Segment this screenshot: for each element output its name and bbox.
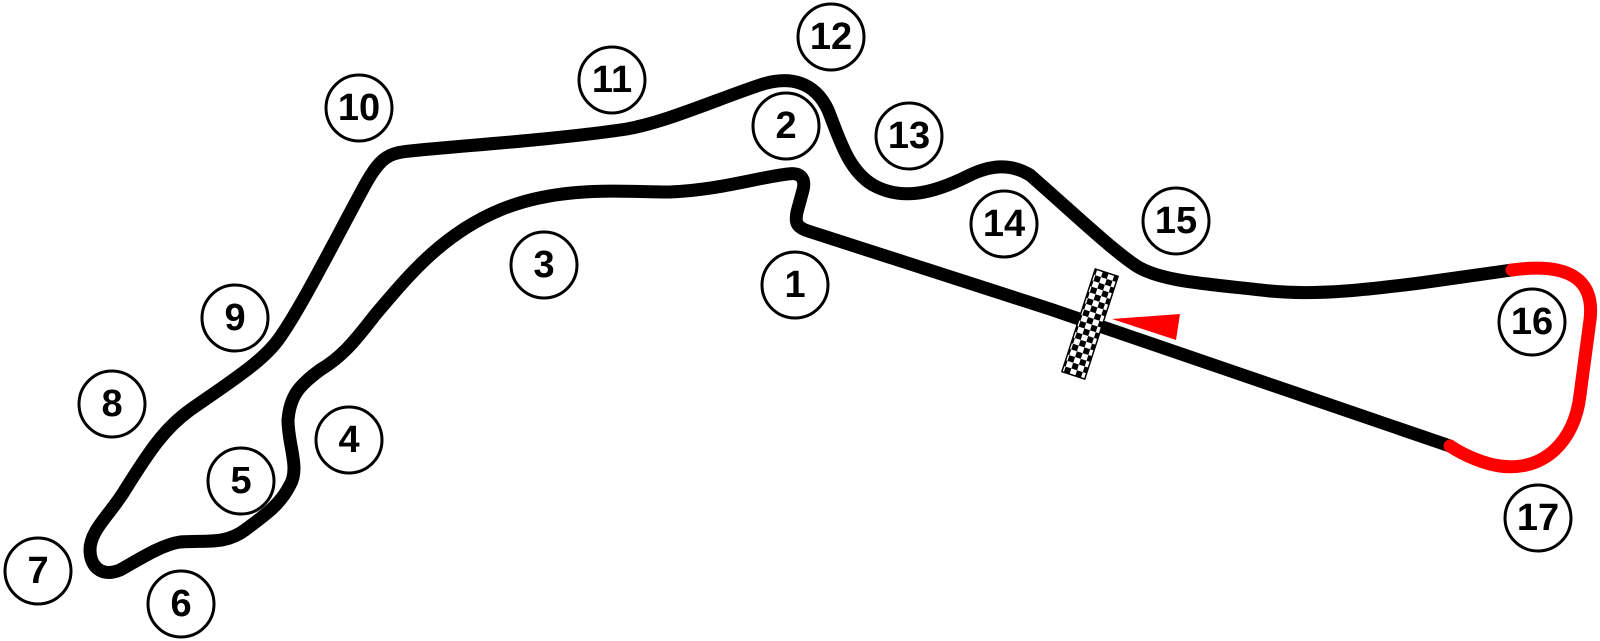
corner-9-marker: 9 bbox=[200, 283, 270, 353]
corner-ring bbox=[146, 569, 216, 639]
corner-ring bbox=[874, 101, 944, 171]
corner-ring bbox=[314, 405, 384, 475]
corner-3-number: 3 bbox=[533, 244, 554, 286]
corner-7-marker: 7 bbox=[3, 536, 73, 606]
corner-6-marker: 6 bbox=[146, 569, 216, 639]
checkered-flag-icon bbox=[1060, 267, 1120, 381]
corner-5-number: 5 bbox=[230, 460, 251, 502]
corner-16-marker: 16 bbox=[1497, 287, 1567, 357]
corner-12-marker: 12 bbox=[796, 2, 866, 72]
corner-17-marker: 17 bbox=[1503, 483, 1573, 553]
corner-15-marker: 15 bbox=[1141, 186, 1211, 256]
corner-ring bbox=[324, 73, 394, 143]
corner-12-number: 12 bbox=[810, 16, 852, 58]
corner-ring bbox=[206, 446, 276, 516]
corner-8-number: 8 bbox=[101, 383, 122, 425]
corner-ring bbox=[796, 2, 866, 72]
corner-ring bbox=[77, 369, 147, 439]
corner-ring bbox=[1141, 186, 1211, 256]
corner-9-number: 9 bbox=[224, 297, 245, 339]
corner-ring bbox=[969, 189, 1039, 259]
corner-4-number: 4 bbox=[338, 419, 359, 461]
corner-ring bbox=[577, 45, 647, 115]
corner-ring bbox=[3, 536, 73, 606]
corner-14-number: 14 bbox=[983, 203, 1025, 245]
corner-1-marker: 1 bbox=[760, 250, 830, 320]
corner-17-number: 17 bbox=[1517, 497, 1559, 539]
corner-2-marker: 2 bbox=[751, 91, 821, 161]
corner-11-marker: 11 bbox=[577, 45, 647, 115]
corner-7-number: 7 bbox=[27, 550, 48, 592]
corner-13-number: 13 bbox=[888, 115, 930, 157]
corner-8-marker: 8 bbox=[77, 369, 147, 439]
corner-11-number: 11 bbox=[592, 59, 632, 101]
corner-ring bbox=[509, 230, 579, 300]
corner-16-number: 16 bbox=[1511, 301, 1553, 343]
corner-ring bbox=[1497, 287, 1567, 357]
corner-ring bbox=[760, 250, 830, 320]
corner-1-number: 1 bbox=[784, 264, 805, 306]
corner-markers: 1 2 3 4 5 6 7 8 bbox=[3, 2, 1573, 639]
corner-15-number: 15 bbox=[1155, 200, 1197, 242]
track-highlight-section bbox=[1443, 261, 1598, 474]
corner-5-marker: 5 bbox=[206, 446, 276, 516]
corner-3-marker: 3 bbox=[509, 230, 579, 300]
corner-ring bbox=[751, 91, 821, 161]
corner-13-marker: 13 bbox=[874, 101, 944, 171]
corner-6-number: 6 bbox=[170, 583, 191, 625]
corner-10-number: 10 bbox=[338, 87, 380, 129]
track-main bbox=[83, 74, 1519, 579]
corner-ring bbox=[200, 283, 270, 353]
corner-4-marker: 4 bbox=[314, 405, 384, 475]
direction-arrow-icon bbox=[1112, 314, 1180, 340]
corner-10-marker: 10 bbox=[324, 73, 394, 143]
corner-ring bbox=[1503, 483, 1573, 553]
corner-2-number: 2 bbox=[775, 105, 796, 147]
corner-14-marker: 14 bbox=[969, 189, 1039, 259]
